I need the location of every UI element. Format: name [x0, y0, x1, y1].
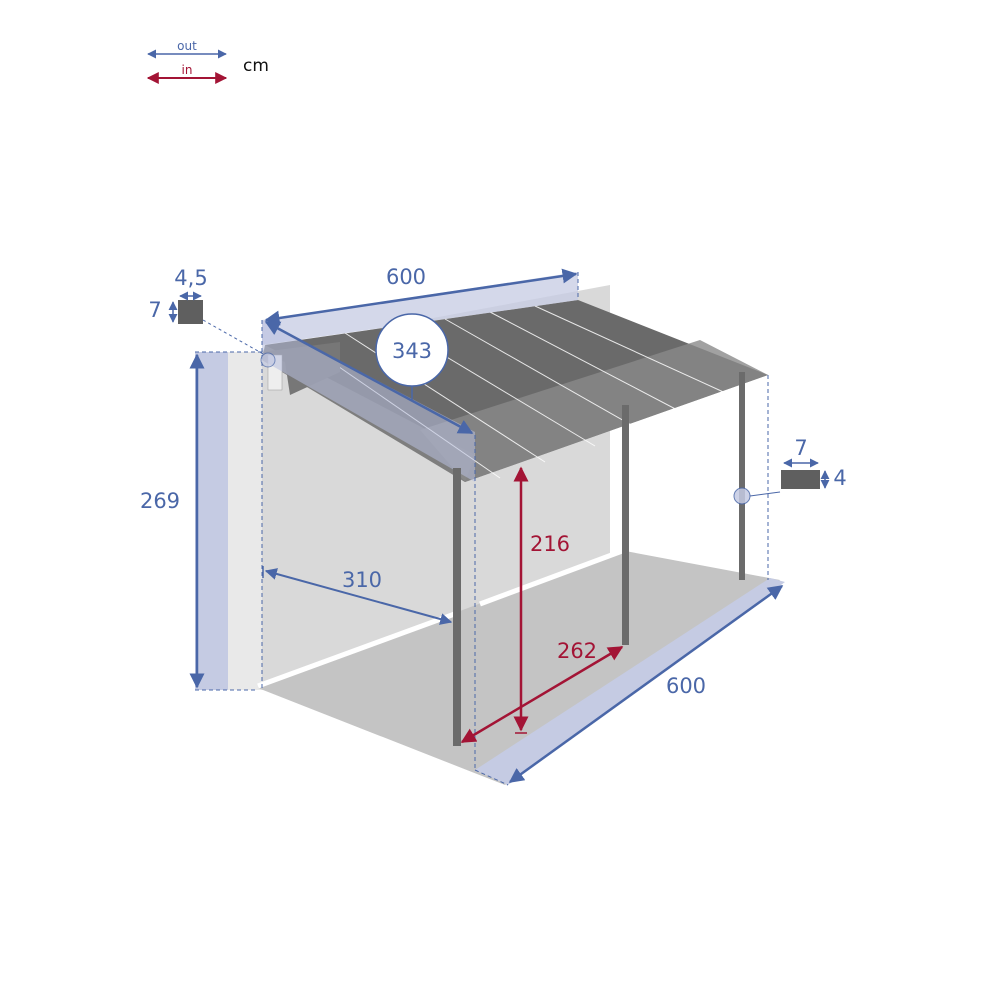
outer-height-label: 269 — [140, 489, 180, 513]
roof-depth-label: 343 — [392, 339, 432, 363]
post-height-label: 4 — [833, 466, 846, 490]
inner-depth-label: 310 — [342, 568, 382, 592]
post-profile — [733, 458, 830, 505]
roof-depth-badge: 343 — [375, 313, 449, 400]
post-width-label: 7 — [794, 436, 807, 460]
outer-height-band — [189, 351, 265, 691]
legend-in-label: in — [182, 63, 193, 77]
front-middle-post — [622, 405, 629, 645]
wall-beam-width-label: 4,5 — [174, 266, 207, 290]
inner-depth-arrow — [264, 568, 453, 625]
inner-post-spacing-arrow — [460, 645, 624, 744]
front-right-post — [739, 372, 745, 580]
inner-post-spacing-label: 262 — [557, 639, 597, 663]
legend-out-label: out — [177, 39, 197, 53]
wall-beam-cross-section — [178, 300, 203, 324]
wall-beam-height-label: 7 — [148, 298, 161, 322]
wall-beam-profile — [168, 291, 276, 368]
outer-width-top-label: 600 — [386, 265, 426, 289]
outer-width-bottom-label: 600 — [666, 674, 706, 698]
inner-height-label: 216 — [530, 532, 570, 556]
outer-width-top-band — [261, 268, 769, 770]
front-left-post — [453, 468, 461, 746]
posts — [453, 372, 745, 746]
unit-label: cm — [243, 56, 269, 76]
legend: out in cm — [146, 39, 269, 84]
post-cross-section — [781, 470, 820, 489]
